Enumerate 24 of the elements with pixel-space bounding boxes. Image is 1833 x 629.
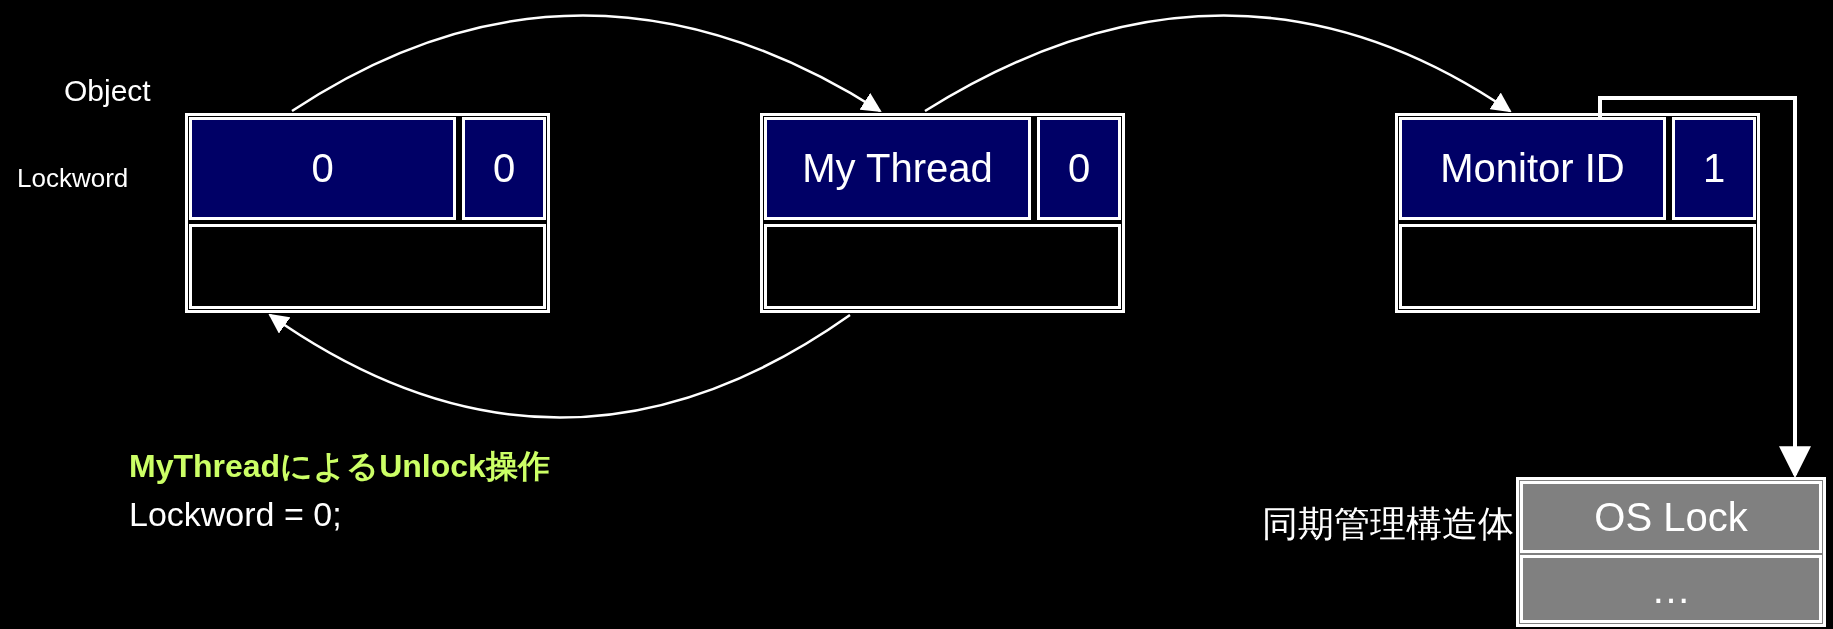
- flag-cell: 1: [1672, 117, 1756, 220]
- field-cell: [764, 224, 1121, 309]
- object-box: [185, 113, 550, 313]
- lockword-cell: Monitor ID: [1399, 117, 1666, 220]
- side-label: 同期管理構造体: [1262, 502, 1514, 546]
- code-line: Lockword = 0;: [129, 495, 342, 534]
- object-heading: Object: [64, 74, 151, 108]
- field-cell: [1399, 224, 1756, 309]
- struct-cell: …: [1520, 555, 1822, 623]
- side-label: Lockword: [17, 163, 129, 194]
- arrow: [924, 14, 1512, 113]
- arrow: [1598, 96, 1811, 479]
- field-cell: [189, 224, 546, 309]
- flag-cell: 0: [1037, 117, 1121, 220]
- arrow: [291, 14, 882, 113]
- object-box: [760, 113, 1125, 313]
- flag-cell: 0: [462, 117, 546, 220]
- lockword-cell: 0: [189, 117, 456, 220]
- struct-box: [1516, 477, 1826, 627]
- lockword-cell: My Thread: [764, 117, 1031, 220]
- object-box: [1395, 113, 1760, 313]
- struct-cell: OS Lock: [1520, 481, 1822, 553]
- arrow: [268, 313, 851, 419]
- caption-heading: MyThreadによるUnlock操作: [129, 447, 550, 486]
